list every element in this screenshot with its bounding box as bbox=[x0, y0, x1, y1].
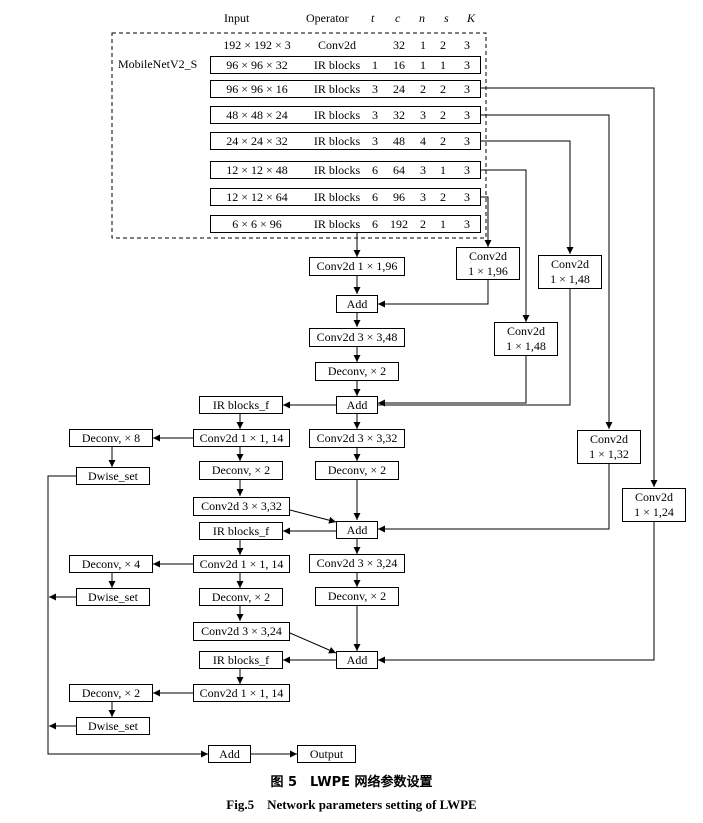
backbone-dashed-region bbox=[111, 32, 487, 239]
conv-1x1-96-box: Conv2d 1 × 1,96 bbox=[309, 257, 405, 276]
header-operator: Operator bbox=[306, 11, 349, 25]
caption-cn: 图 5 LWPE 网络参数设置 bbox=[270, 775, 433, 790]
header-input: Input bbox=[224, 11, 250, 25]
conv-3x3-24-b-box: Conv2d 3 × 3,24 bbox=[193, 622, 290, 641]
ir-blocks-f-1-box: IR blocks_f bbox=[199, 396, 283, 414]
conv-1x1-14-a-box: Conv2d 1 × 1, 14 bbox=[193, 429, 290, 447]
header-k: K bbox=[467, 11, 476, 25]
deconv-1-box: Deconv, × 2 bbox=[315, 362, 399, 381]
add-final-box: Add bbox=[208, 745, 251, 763]
add-3-box: Add bbox=[336, 521, 378, 539]
dwise-set-2-box: Dwise_set bbox=[76, 588, 150, 606]
dwise-set-1-box: Dwise_set bbox=[76, 467, 150, 485]
output-box: Output bbox=[297, 745, 356, 763]
deconv-x4-box: Deconv, × 4 bbox=[69, 555, 153, 573]
caption-en: Fig.5 Network parameters setting of LWPE bbox=[226, 797, 477, 812]
add-1-box: Add bbox=[336, 295, 378, 313]
deconv-x8-box: Deconv, × 8 bbox=[69, 429, 153, 447]
header-n: n bbox=[419, 11, 425, 25]
header-t: t bbox=[371, 11, 375, 25]
conv-1x1-14-c-box: Conv2d 1 × 1, 14 bbox=[193, 684, 290, 702]
header-c: c bbox=[395, 11, 401, 25]
conv-1x1-14-b-box: Conv2d 1 × 1, 14 bbox=[193, 555, 290, 573]
deconv-2-box: Deconv, × 2 bbox=[315, 461, 399, 480]
add-2-box: Add bbox=[336, 396, 378, 414]
deconv-b2-box: Deconv, × 2 bbox=[199, 588, 283, 606]
deconv-x2-c-box: Deconv, × 2 bbox=[69, 684, 153, 702]
header-s: s bbox=[444, 11, 449, 25]
conv-3x3-32-b-box: Conv2d 3 × 3,32 bbox=[193, 497, 290, 516]
deconv-3-box: Deconv, × 2 bbox=[315, 587, 399, 606]
ir-blocks-f-3-box: IR blocks_f bbox=[199, 651, 283, 669]
ir-blocks-f-2-box: IR blocks_f bbox=[199, 522, 283, 540]
add-4-box: Add bbox=[336, 651, 378, 669]
conv-3x3-24-main-box: Conv2d 3 × 3,24 bbox=[309, 554, 405, 573]
dwise-set-3-box: Dwise_set bbox=[76, 717, 150, 735]
backbone-label: MobileNetV2_S bbox=[118, 57, 198, 71]
deconv-b1-box: Deconv, × 2 bbox=[199, 461, 283, 480]
conv-3x3-48-box: Conv2d 3 × 3,48 bbox=[309, 328, 405, 347]
conv-3x3-32-main-box: Conv2d 3 × 3,32 bbox=[309, 429, 405, 448]
